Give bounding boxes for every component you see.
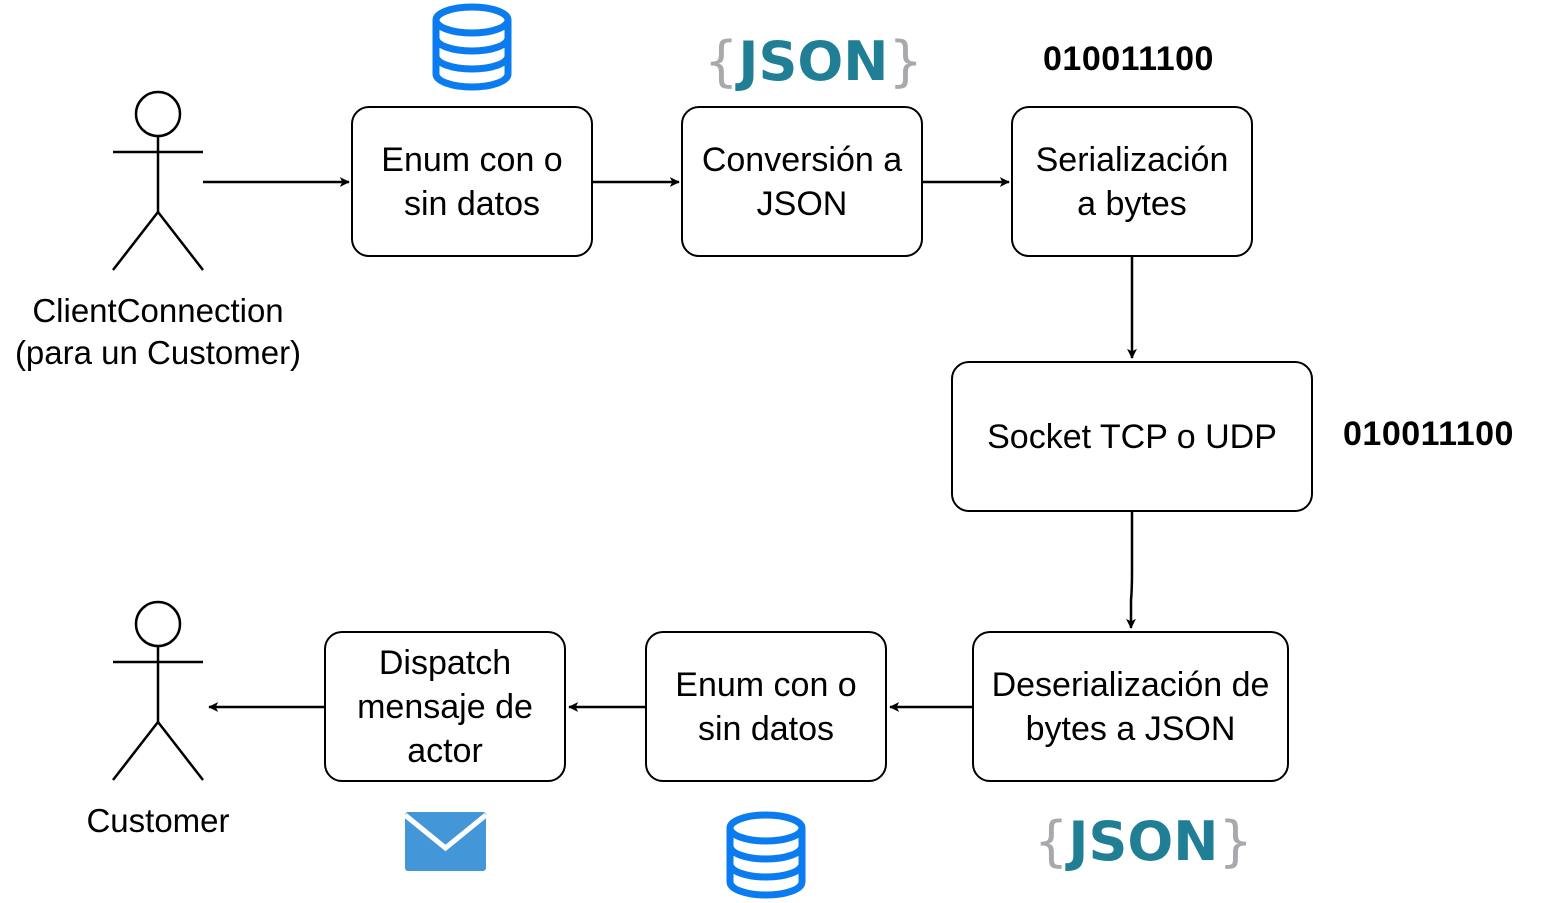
envelope-icon — [403, 812, 488, 871]
box-deserialization: Deserialización de bytes a JSON — [972, 631, 1289, 782]
box-enum-top: Enum con o sin datos — [351, 106, 593, 257]
box-dispatch: Dispatch mensaje de actor — [324, 631, 566, 782]
json-logo-word: JSON — [1068, 810, 1219, 873]
json-logo-close-brace: } — [888, 30, 923, 93]
json-logo-open-brace: { — [1034, 810, 1069, 873]
json-logo-top: {JSON} — [704, 32, 923, 92]
actor-customer-figure — [112, 600, 204, 781]
box-serialization: Serialización a bytes — [1011, 106, 1253, 257]
json-logo-open-brace: { — [704, 30, 739, 93]
box-enum-bottom: Enum con o sin datos — [645, 631, 887, 782]
database-icon — [432, 3, 512, 91]
binary-label-right: 010011100 — [1343, 415, 1514, 453]
database-icon — [726, 811, 806, 899]
actor-customer-label: Customer — [86, 802, 230, 839]
actor-client-label: ClientConnection (para un Customer) — [14, 292, 302, 371]
json-logo-bottom: {JSON} — [1034, 812, 1253, 872]
arrow-socket-to-deserialize — [1126, 512, 1136, 629]
actor-client-figure — [112, 90, 204, 271]
binary-label-top: 010011100 — [1043, 40, 1214, 78]
box-socket: Socket TCP o UDP — [951, 361, 1313, 512]
json-logo-word: JSON — [738, 30, 889, 93]
box-conversion-json: Conversión a JSON — [681, 106, 923, 257]
json-logo-close-brace: } — [1218, 810, 1253, 873]
